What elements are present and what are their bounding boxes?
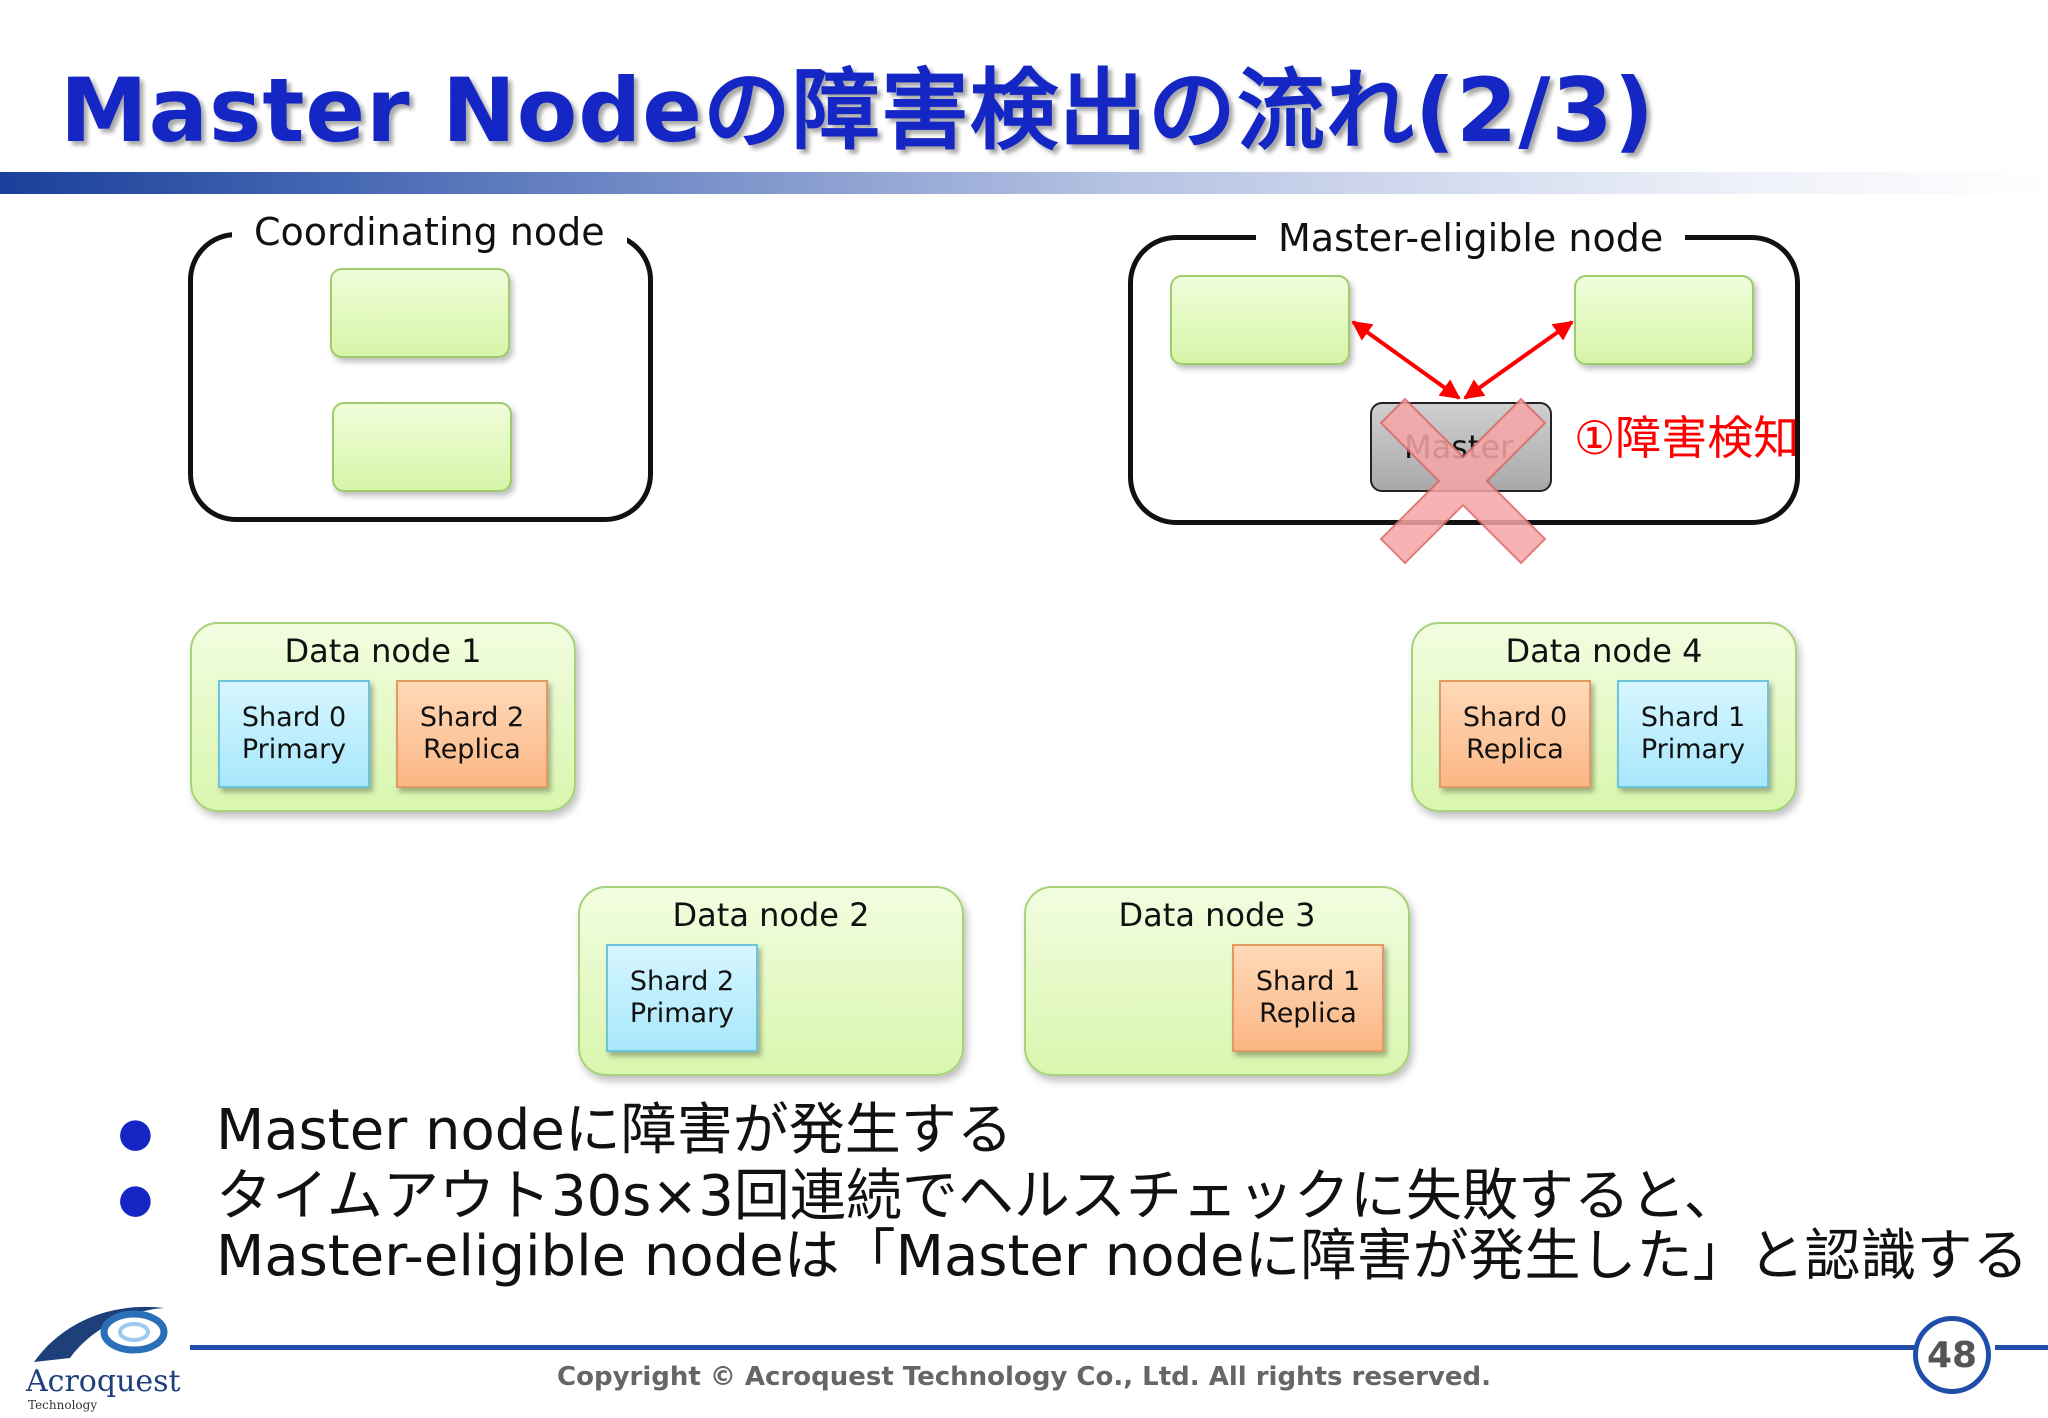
master-eligible-box-right xyxy=(1574,275,1754,365)
data-node-title: Data node 1 xyxy=(284,632,482,670)
shard-primary: Shard 0 Primary xyxy=(218,680,370,788)
shard-replica: Shard 1 Replica xyxy=(1232,944,1384,1052)
master-eligible-box-left xyxy=(1170,275,1350,365)
bullet-dot-1: ● xyxy=(118,1110,153,1156)
data-node-title: Data node 2 xyxy=(672,896,870,934)
shard-name: Shard 0 xyxy=(241,702,347,733)
footer-rule xyxy=(190,1345,1920,1350)
bullet-dot-2: ● xyxy=(118,1176,153,1222)
data-node-4: Data node 4 Shard 0 Replica Shard 1 Prim… xyxy=(1411,622,1797,812)
shard-name: Shard 0 xyxy=(1462,702,1568,733)
bullet-2-line-1: タイムアウト30s×3回連続でヘルスチェックに失敗すると、 xyxy=(216,1164,1740,1229)
shard-role: Replica xyxy=(1466,734,1564,765)
shard-name: Shard 1 xyxy=(1255,966,1361,997)
shard-replica: Shard 0 Replica xyxy=(1439,680,1591,788)
shard-primary: Shard 1 Primary xyxy=(1617,680,1769,788)
failure-detected-label: ①障害検知 xyxy=(1574,411,1800,465)
health-check-arrow-left xyxy=(1351,320,1461,400)
copyright-notice: Copyright © Acroquest Technology Co., Lt… xyxy=(557,1362,1491,1392)
shard-replica: Shard 2 Replica xyxy=(396,680,548,788)
bullet-1-line-1: Master nodeに障害が発生する xyxy=(216,1098,1013,1163)
logo-subtext: Technology xyxy=(28,1398,98,1412)
coordinating-node-box-1 xyxy=(330,268,510,358)
shard-name: Shard 2 xyxy=(629,966,735,997)
bullet-2-line-2: Master-eligible nodeは「Master nodeに障害が発生し… xyxy=(216,1224,2029,1289)
shard-name: Shard 2 xyxy=(419,702,525,733)
data-node-title: Data node 3 xyxy=(1118,896,1316,934)
page-number: 48 xyxy=(1913,1316,1991,1394)
shard-role: Primary xyxy=(1640,734,1746,765)
shard-role: Primary xyxy=(629,998,735,1029)
shard-role: Replica xyxy=(423,734,521,765)
shard-primary: Shard 2 Primary xyxy=(606,944,758,1052)
footer-rule-right xyxy=(1995,1345,2048,1350)
slide-title: Master Nodeの障害検出の流れ(2/3) xyxy=(60,59,1655,162)
data-node-1: Data node 1 Shard 0 Primary Shard 2 Repl… xyxy=(190,622,576,812)
acroquest-logo-icon xyxy=(34,1306,168,1362)
data-node-title: Data node 4 xyxy=(1505,632,1703,670)
failure-cross-icon xyxy=(1379,397,1547,565)
shard-name: Shard 1 xyxy=(1640,702,1746,733)
data-node-3: Data node 3 Shard 1 Replica xyxy=(1024,886,1410,1076)
title-underline-bar xyxy=(0,172,2048,194)
shard-role: Replica xyxy=(1259,998,1357,1029)
health-check-arrow-right xyxy=(1463,320,1574,400)
data-node-2: Data node 2 Shard 2 Primary xyxy=(578,886,964,1076)
coordinating-node-label: Coordinating node xyxy=(232,210,627,254)
coordinating-node-box-2 xyxy=(332,402,512,492)
master-eligible-node-label: Master-eligible node xyxy=(1256,216,1686,260)
shard-role: Primary xyxy=(241,734,347,765)
logo-text: Acroquest xyxy=(26,1364,181,1399)
